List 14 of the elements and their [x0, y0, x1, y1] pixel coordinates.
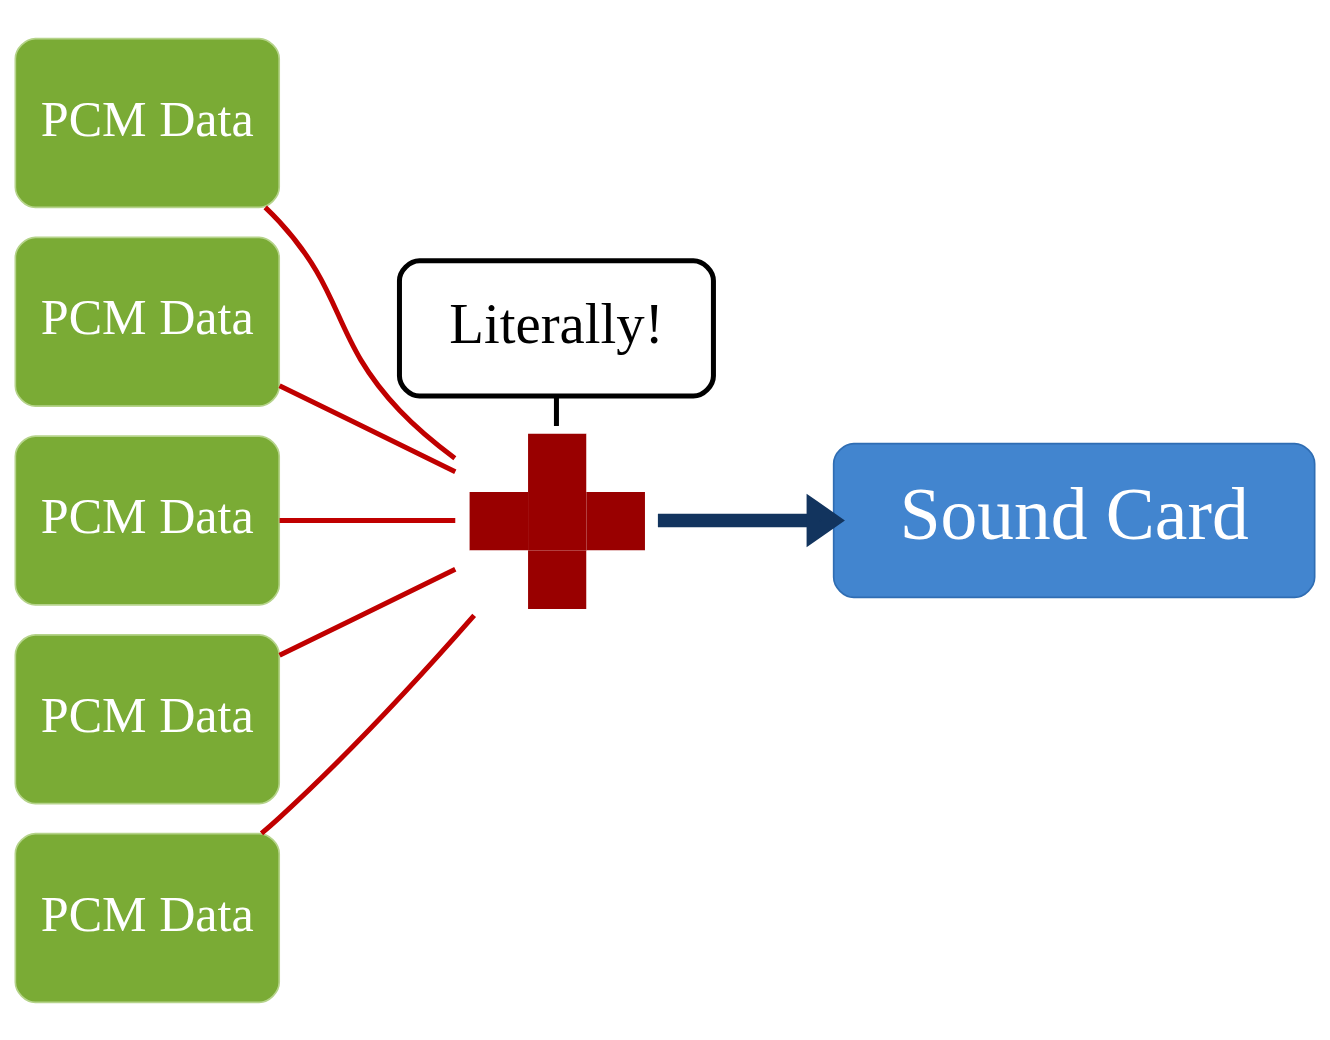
- connector: [259, 613, 477, 835]
- node-box: Sound Card: [832, 442, 1316, 598]
- connector: [278, 566, 457, 657]
- node-box: PCM Data: [14, 37, 281, 208]
- node-box: PCM Data: [14, 236, 281, 407]
- connector: [263, 205, 457, 460]
- node-box: PCM Data: [14, 832, 281, 1003]
- node-box: PCM Data: [14, 633, 281, 804]
- arrow: [657, 493, 845, 547]
- connector: [278, 383, 457, 474]
- connector: [553, 395, 559, 426]
- node-box: Literally!: [396, 257, 716, 399]
- connector: [279, 517, 456, 523]
- node-box: PCM Data: [14, 434, 281, 606]
